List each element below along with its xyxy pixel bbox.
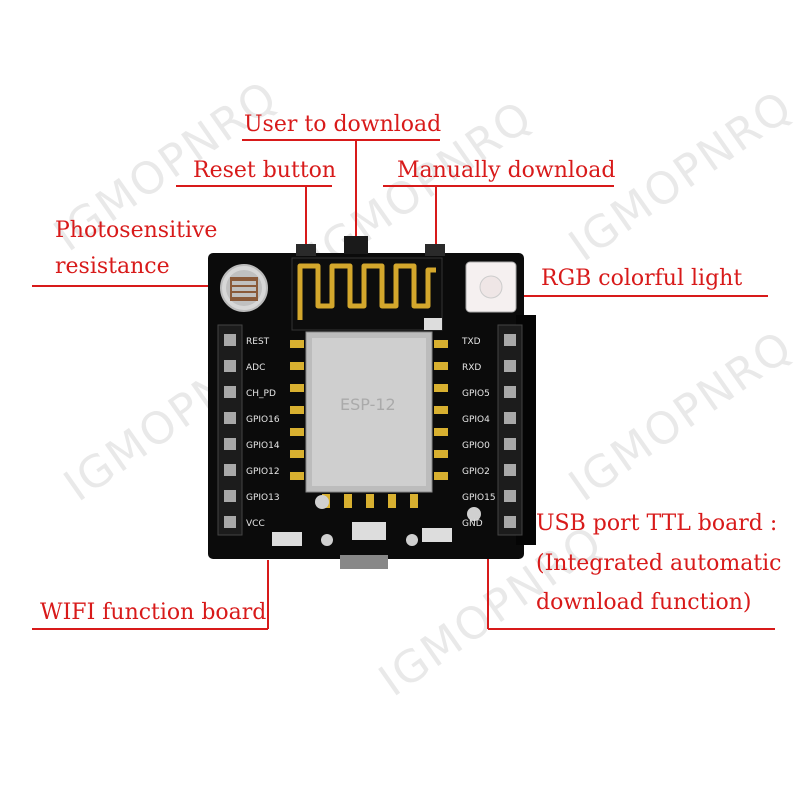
pin-label-right: GPIO2 <box>462 467 490 477</box>
pin-label-left: REST <box>246 337 270 347</box>
pin-label-right: TXD <box>461 337 481 347</box>
callout-photosensitive: Photosensitive resistance <box>55 218 217 281</box>
callout-wifi-board: WIFI function board <box>40 600 267 625</box>
callout-rgb-light: RGB colorful light <box>541 266 743 291</box>
right-header <box>497 324 523 536</box>
svg-text:ESP-12: ESP-12 <box>340 395 396 414</box>
callout-usb-ttl-line1: USB port TTL board : <box>536 511 778 536</box>
callout-usb-ttl-line2: (Integrated automatic <box>536 551 782 577</box>
callout-manually-download: Manually download <box>397 158 616 183</box>
pin-label-right: RXD <box>462 363 481 373</box>
leader-lines <box>32 139 775 630</box>
callout-photosensitive-line1: Photosensitive <box>55 218 218 243</box>
callout-reset-button: Reset button <box>193 158 337 183</box>
pin-label-left: GPIO12 <box>246 467 280 477</box>
pin-label-left: CH_PD <box>246 389 276 399</box>
pin-label-left: GPIO16 <box>246 415 280 425</box>
left-header <box>217 324 243 536</box>
callout-user-to-download: User to download <box>244 112 442 137</box>
callout-usb-ttl: USB port TTL board : (Integrated automat… <box>536 511 782 616</box>
callout-photosensitive-line2: resistance <box>55 254 170 280</box>
pin-label-right: GPIO4 <box>462 415 490 425</box>
pin-label-right: GPIO15 <box>462 493 496 503</box>
pin-label-left: GPIO14 <box>246 441 280 451</box>
pin-label-left: GPIO13 <box>246 493 280 503</box>
pin-label-left: ADC <box>246 363 265 373</box>
pin-label-right: GPIO0 <box>462 441 490 451</box>
pin-label-left: VCC <box>246 519 265 529</box>
pin-label-right: GND <box>462 519 483 529</box>
callout-usb-ttl-line3: download function) <box>536 589 752 615</box>
pin-label-right: GPIO5 <box>462 389 490 399</box>
